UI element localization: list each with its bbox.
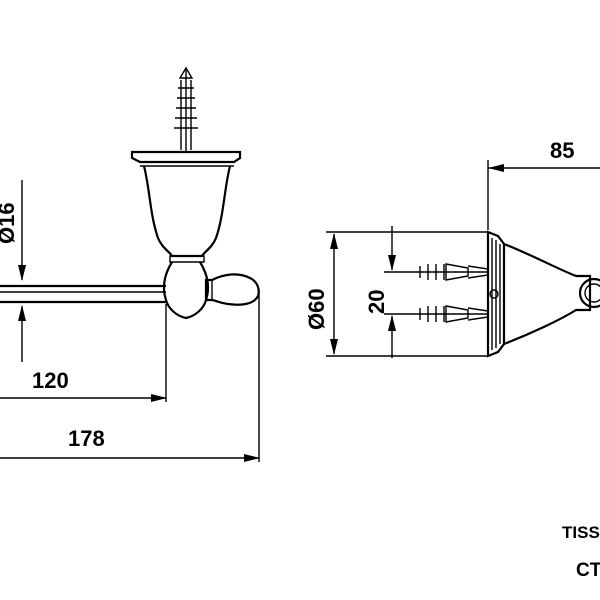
dimension-length-total: 178 <box>0 290 260 462</box>
caption: TISSU CT <box>562 523 600 581</box>
side-bracket-body <box>503 242 600 346</box>
wall-plate <box>486 230 506 358</box>
side-view: 85 20 Ø60 <box>304 138 600 358</box>
dimension-depth: 85 <box>487 138 600 230</box>
screws <box>410 263 489 323</box>
dimension-length-inner: 120 <box>0 304 167 402</box>
depth-label: 85 <box>550 138 574 163</box>
length-inner-label: 120 <box>32 368 69 393</box>
caption-line-2: CT <box>576 560 600 581</box>
mounting-bracket <box>130 150 242 320</box>
front-view: Ø16 120 178 <box>0 66 260 462</box>
end-knob <box>204 273 260 306</box>
towel-bar <box>0 284 166 304</box>
dimension-diameter-base: Ø60 <box>304 231 488 357</box>
lower-screw <box>410 305 489 323</box>
length-total-label: 178 <box>68 426 105 451</box>
diameter-bar-label: Ø16 <box>0 202 19 244</box>
dimension-diameter-bar: Ø16 <box>0 180 26 362</box>
caption-line-1: TISSU <box>562 523 600 542</box>
dimension-screw-spacing: 20 <box>364 226 410 358</box>
wall-anchor-screw <box>174 66 198 152</box>
screw-spacing-label: 20 <box>364 290 389 314</box>
upper-screw <box>410 263 489 281</box>
diameter-base-label: Ø60 <box>304 288 329 330</box>
